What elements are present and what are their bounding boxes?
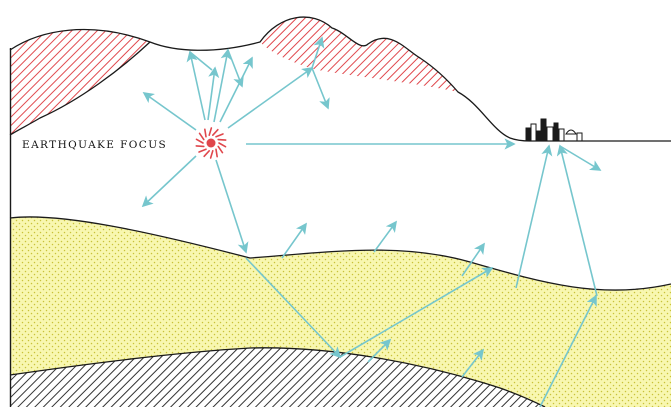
burst-icon — [195, 127, 227, 159]
ray-bedrock-up-2 — [461, 348, 485, 378]
mountain-left — [10, 29, 150, 135]
ray-up-4 — [219, 56, 253, 123]
ray-mountain-up — [311, 36, 325, 69]
burst-ray — [198, 148, 207, 153]
burst-rays — [195, 127, 227, 159]
ray-upper-left — [142, 92, 197, 131]
burst-ray — [198, 132, 205, 141]
bedrock-layer — [10, 347, 545, 407]
bedrock-top-boundary — [9, 347, 546, 407]
mountain-left-base-line — [9, 41, 151, 136]
ray-reflect-top-1 — [189, 51, 213, 71]
ray-up-3 — [213, 48, 232, 123]
burst-ray — [203, 150, 211, 158]
ray-upper-right — [227, 67, 314, 129]
ray-reflect-top-2 — [227, 49, 244, 88]
ray-up-1 — [186, 50, 206, 121]
ray-sediment-up-1 — [281, 222, 307, 259]
burst-ray — [218, 142, 227, 148]
seismic-rays — [141, 36, 602, 407]
ray-down-refract — [245, 257, 342, 359]
mountain-right — [260, 17, 458, 93]
burst-ray — [211, 128, 219, 136]
ray-to-city-1 — [515, 144, 553, 289]
sediment-top-boundary — [9, 216, 671, 291]
earthquake-focus-label: EARTHQUAKE FOCUS — [22, 139, 167, 151]
ray-reflect-bedrock — [339, 267, 494, 358]
burst-ray — [217, 138, 227, 141]
burst-ray — [204, 128, 207, 138]
burst-ray — [215, 133, 224, 138]
ground-surface-line — [9, 16, 671, 142]
burst-ray — [217, 145, 224, 154]
ray-up-2 — [207, 66, 220, 121]
burst-ray — [195, 138, 204, 144]
burst-ray — [208, 127, 213, 136]
ray-lower-left — [141, 155, 197, 208]
ray-sediment-up-3 — [461, 242, 485, 277]
burst-ray — [209, 150, 214, 159]
burst-ray — [215, 148, 218, 158]
ray-mountain-down — [311, 67, 330, 110]
ray-lower-right — [539, 294, 597, 407]
ray-city-out — [559, 145, 602, 171]
ray-bedrock-up-1 — [367, 338, 392, 363]
burst-ray — [195, 145, 205, 148]
ray-down — [215, 159, 249, 254]
ray-sediment-up-2 — [373, 220, 397, 253]
ray-to-city-2 — [556, 144, 598, 297]
city-skyline-icon — [525, 118, 583, 142]
